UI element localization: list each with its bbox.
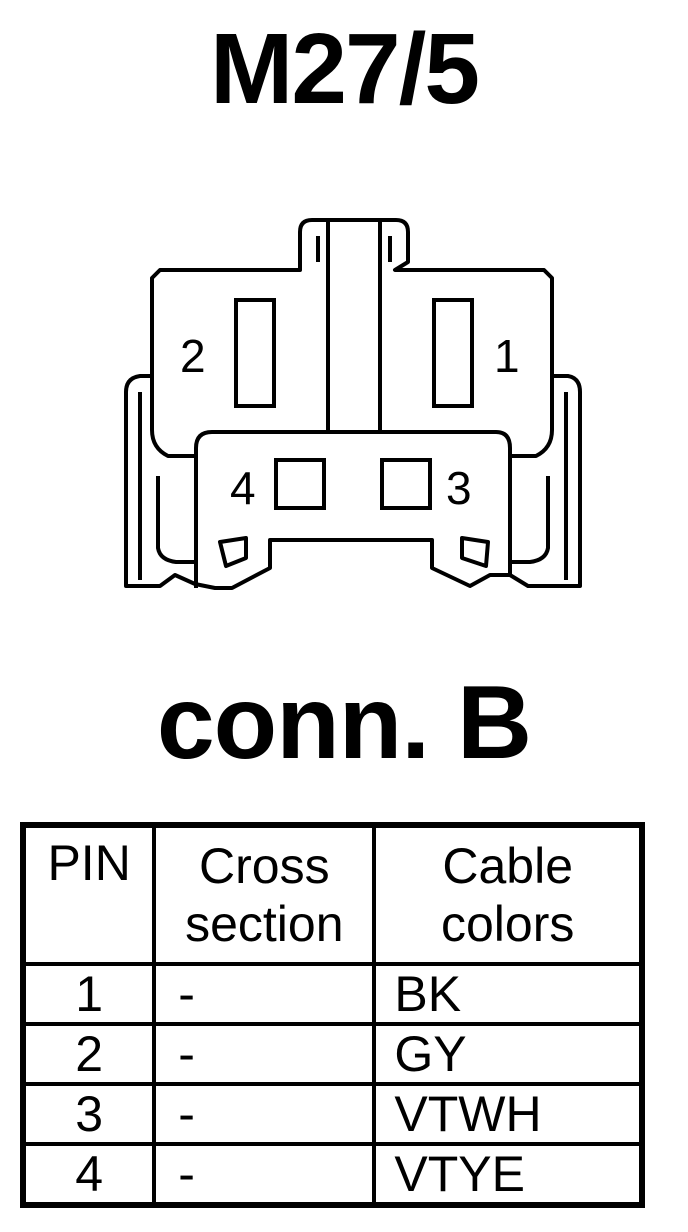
header-cross-section: Cross section bbox=[152, 823, 377, 966]
header-color-line1: Cable bbox=[442, 838, 574, 894]
pin-label-1: 1 bbox=[494, 330, 520, 382]
table-row: 2 - GY bbox=[20, 1022, 644, 1086]
header-cable-colors: Cable colors bbox=[372, 823, 644, 966]
connector-left-wing-lower bbox=[138, 392, 196, 580]
pin-cavity-4 bbox=[274, 458, 326, 510]
connector-outer-housing bbox=[124, 218, 582, 590]
connector-drawing: 2 1 4 3 bbox=[124, 218, 582, 590]
connector-left-wing bbox=[150, 376, 196, 458]
cell-cross-section: - bbox=[152, 1142, 377, 1207]
connector-center-latch bbox=[316, 222, 392, 432]
cell-cross-section: - bbox=[152, 1082, 377, 1146]
table-header-row: PIN Cross section Cable colors bbox=[20, 823, 644, 966]
header-cross-line2: section bbox=[185, 896, 344, 952]
header-cross-line1: Cross bbox=[199, 838, 330, 894]
cell-pin: 1 bbox=[20, 962, 157, 1026]
cell-cross-section: - bbox=[152, 1022, 377, 1086]
cell-pin: 4 bbox=[20, 1142, 157, 1207]
pin-table: PIN Cross section Cable colors 1 - BK 2 … bbox=[20, 822, 645, 1208]
cell-pin: 2 bbox=[20, 1022, 157, 1086]
pin-label-2: 2 bbox=[180, 330, 206, 382]
table-row: 3 - VTWH bbox=[20, 1082, 644, 1146]
cell-pin: 3 bbox=[20, 1082, 157, 1146]
pin-label-3: 3 bbox=[446, 462, 472, 514]
right-latch-notch bbox=[460, 536, 490, 568]
connector-right-wing-lower bbox=[508, 392, 568, 580]
cell-cable-color: BK bbox=[372, 962, 644, 1026]
left-latch-notch bbox=[218, 536, 248, 568]
table-row: 1 - BK bbox=[20, 962, 644, 1026]
table-row: 4 - VTYE bbox=[20, 1142, 644, 1207]
diagram-title: M27/5 bbox=[210, 13, 480, 125]
pin-cavity-1 bbox=[432, 298, 474, 408]
header-pin: PIN bbox=[20, 823, 157, 966]
connector-right-wing bbox=[508, 376, 554, 458]
pin-cavity-3 bbox=[380, 458, 432, 510]
cell-cable-color: GY bbox=[372, 1022, 644, 1086]
connector-lower-block bbox=[194, 430, 512, 588]
cell-cable-color: VTWH bbox=[372, 1082, 644, 1146]
connector-name: conn. B bbox=[156, 665, 532, 781]
header-pin-text: PIN bbox=[47, 835, 131, 891]
pin-cavity-2 bbox=[234, 298, 276, 408]
header-color-line2: colors bbox=[441, 896, 575, 952]
cell-cable-color: VTYE bbox=[372, 1142, 644, 1207]
cell-cross-section: - bbox=[152, 962, 377, 1026]
pin-label-4: 4 bbox=[230, 462, 256, 514]
